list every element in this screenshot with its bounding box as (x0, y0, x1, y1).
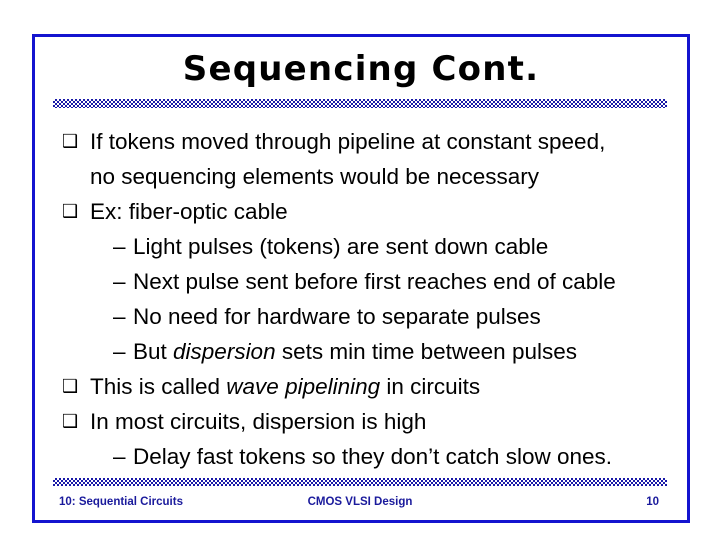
bullet-line-level1: no sequencing elements would be necessar… (40, 159, 688, 194)
slide-footer: 10: Sequential Circuits CMOS VLSI Design… (53, 492, 667, 512)
text-run: in circuits (380, 374, 481, 399)
text-run: Ex: fiber-optic cable (90, 199, 288, 224)
square-bullet-icon: ❑ (62, 411, 79, 432)
text-run: no sequencing elements would be necessar… (90, 164, 540, 189)
footer-page-number: 10 (646, 496, 659, 508)
bullet-text: Ex: fiber-optic cable (90, 199, 288, 224)
bullet-text: Delay fast tokens so they don’t catch sl… (133, 444, 612, 469)
text-run: But (133, 339, 174, 364)
square-bullet-icon: ❑ (62, 131, 79, 152)
bullet-line-level1: ❑ This is called wave pipelining in circu… (40, 369, 688, 404)
emphasis-term: dispersion (173, 339, 276, 364)
bullet-line-level2: –Delay fast tokens so they don’t catch s… (40, 439, 688, 474)
text-run: Light pulses (tokens) are sent down cabl… (133, 234, 549, 259)
bullet-line-level1: ❑ If tokens moved through pipeline at con… (40, 124, 688, 159)
dash-bullet-icon: – (113, 269, 126, 294)
footer-chapter-label: 10: Sequential Circuits (59, 496, 183, 508)
footer-book-label: CMOS VLSI Design (307, 496, 413, 508)
bullet-text: no sequencing elements would be necessar… (90, 164, 539, 189)
text-run: No need for hardware to separate pulses (133, 304, 541, 329)
bullet-line-level2: –Light pulses (tokens) are sent down cab… (40, 229, 688, 264)
bullet-text: No need for hardware to separate pulses (133, 304, 541, 329)
bullet-line-level2: –No need for hardware to separate pulses (40, 299, 688, 334)
bullet-line-level2: –Next pulse sent before first reaches en… (40, 264, 688, 299)
slide-title: Sequencing Cont. (182, 49, 540, 89)
bullet-text: But dispersion sets min time between pul… (133, 339, 577, 364)
text-run: This is called (90, 374, 227, 399)
text-run: In most circuits, dispersion is high (90, 409, 427, 434)
dash-bullet-icon: – (113, 444, 126, 469)
title-divider-rule (53, 99, 667, 108)
slide-border-frame (32, 34, 690, 523)
bullet-line-level2: –But dispersion sets min time between pu… (40, 334, 688, 369)
emphasis-term: wave pipelining (226, 374, 381, 399)
dash-bullet-icon: – (113, 339, 126, 364)
bullet-text: Next pulse sent before first reaches end… (133, 269, 616, 294)
bullet-text: This is called wave pipelining in circui… (90, 374, 480, 399)
text-run: Delay fast tokens so they don’t catch sl… (133, 444, 613, 469)
dash-bullet-icon: – (113, 304, 126, 329)
bullet-text: If tokens moved through pipeline at cons… (90, 129, 605, 154)
dash-bullet-icon: – (113, 234, 126, 259)
square-bullet-icon: ❑ (62, 376, 79, 397)
text-run: Next pulse sent before first reaches end… (133, 269, 616, 294)
footer-divider-rule (53, 478, 667, 486)
bullet-line-level1: ❑ In most circuits, dispersion is high (40, 404, 688, 439)
text-run: If tokens moved through pipeline at cons… (90, 129, 606, 154)
bullet-line-level1: ❑ Ex: fiber-optic cable (40, 194, 688, 229)
bullet-text: In most circuits, dispersion is high (90, 409, 426, 434)
square-bullet-icon: ❑ (62, 201, 79, 222)
text-run: sets min time between pulses (275, 339, 577, 364)
bullet-text: Light pulses (tokens) are sent down cabl… (133, 234, 548, 259)
slide-body: ❑ If tokens moved through pipeline at con… (40, 124, 688, 470)
